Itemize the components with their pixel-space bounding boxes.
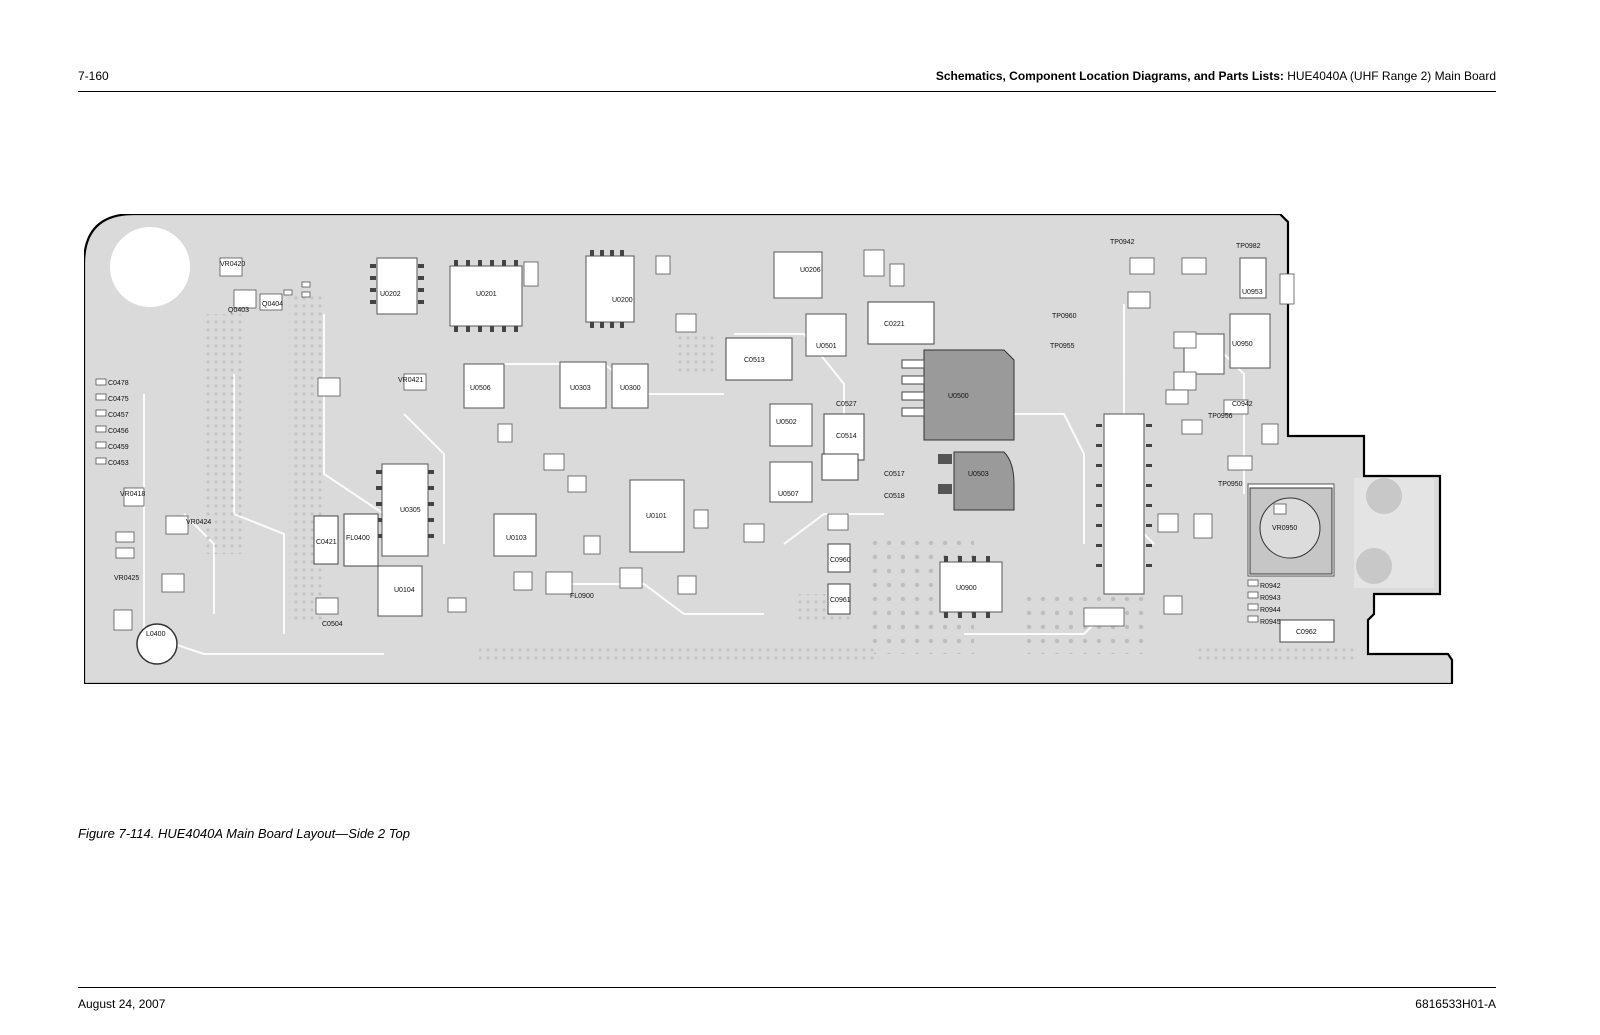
- label-c0456: C0456: [108, 428, 129, 435]
- header-title-bold: Schematics, Component Location Diagrams,…: [935, 69, 1284, 83]
- label-vr0420: VR0420: [220, 261, 245, 268]
- label-u0506: U0506: [470, 385, 491, 392]
- label-q0404: Q0404: [262, 301, 283, 308]
- label-vr0418: VR0418: [120, 491, 145, 498]
- label-c0478: C0478: [108, 380, 129, 387]
- label-u0953: U0953: [1242, 289, 1263, 296]
- label-c0961: C0961: [830, 597, 851, 604]
- label-tp0942: TP0942: [1110, 239, 1135, 246]
- label-tp0956: TP0956: [1208, 413, 1233, 420]
- label-u0950: U0950: [1232, 341, 1253, 348]
- label-r0945: R0945: [1260, 619, 1281, 626]
- main-board-layout-drawing: U0202 U0201 U0200 U0206 U0501 U0500 U050…: [84, 214, 1454, 684]
- label-c0221: C0221: [884, 321, 905, 328]
- label-tp0950: TP0950: [1218, 481, 1243, 488]
- label-u0200: U0200: [612, 297, 633, 304]
- header-rule: [78, 91, 1496, 92]
- label-q0403: Q0403: [228, 307, 249, 314]
- label-u0104: U0104: [394, 587, 415, 594]
- label-u0305: U0305: [400, 507, 421, 514]
- footer-date: August 24, 2007: [78, 997, 166, 1011]
- figure-caption: Figure 7-114. HUE4040A Main Board Layout…: [78, 826, 410, 841]
- label-u0202: U0202: [380, 291, 401, 298]
- footer-doc-number: 6816533H01-A: [1415, 997, 1496, 1011]
- label-c0421: C0421: [316, 539, 337, 546]
- label-c0453: C0453: [108, 460, 129, 467]
- label-u0502: U0502: [776, 419, 797, 426]
- header-title-rest: HUE4040A (UHF Range 2) Main Board: [1283, 69, 1496, 83]
- label-tp0982: TP0982: [1236, 243, 1261, 250]
- label-c0517: C0517: [884, 471, 905, 478]
- label-u0201: U0201: [476, 291, 497, 298]
- label-c0518: C0518: [884, 493, 905, 500]
- label-vr0424: VR0424: [186, 519, 211, 526]
- label-tp0960: TP0960: [1052, 313, 1077, 320]
- label-c0504: C0504: [322, 621, 343, 628]
- label-u0101: U0101: [646, 513, 667, 520]
- label-u0206: U0206: [800, 267, 821, 274]
- label-c0457: C0457: [108, 412, 129, 419]
- label-u0900: U0900: [956, 585, 977, 592]
- label-u0503: U0503: [968, 471, 989, 478]
- label-u0500: U0500: [948, 393, 969, 400]
- label-r0944: R0944: [1260, 607, 1281, 614]
- label-u0303: U0303: [570, 385, 591, 392]
- label-c0962: C0962: [1296, 629, 1317, 636]
- label-r0942: R0942: [1260, 583, 1281, 590]
- label-c0514: C0514: [836, 433, 857, 440]
- label-c0513: C0513: [744, 357, 765, 364]
- label-c0942: C0942: [1232, 401, 1253, 408]
- label-l0400: L0400: [146, 631, 166, 638]
- label-u0103: U0103: [506, 535, 527, 542]
- label-u0507: U0507: [778, 491, 799, 498]
- mounting-hole: [110, 227, 190, 307]
- label-vr0421: VR0421: [398, 377, 423, 384]
- label-u0300: U0300: [620, 385, 641, 392]
- page-header-title: Schematics, Component Location Diagrams,…: [936, 69, 1496, 83]
- label-u0501: U0501: [816, 343, 837, 350]
- label-c0475: C0475: [108, 396, 129, 403]
- footer-rule: [78, 987, 1496, 988]
- label-fl0400: FL0400: [346, 535, 370, 542]
- label-fl0900: FL0900: [570, 593, 594, 600]
- label-vr0425: VR0425: [114, 575, 139, 582]
- label-r0943: R0943: [1260, 595, 1281, 602]
- label-tp0955: TP0955: [1050, 343, 1075, 350]
- label-c0459: C0459: [108, 444, 129, 451]
- label-vr0950: VR0950: [1272, 525, 1297, 532]
- page-number: 7-160: [78, 69, 109, 83]
- label-c0960: C0960: [830, 557, 851, 564]
- label-c0527: C0527: [836, 401, 857, 408]
